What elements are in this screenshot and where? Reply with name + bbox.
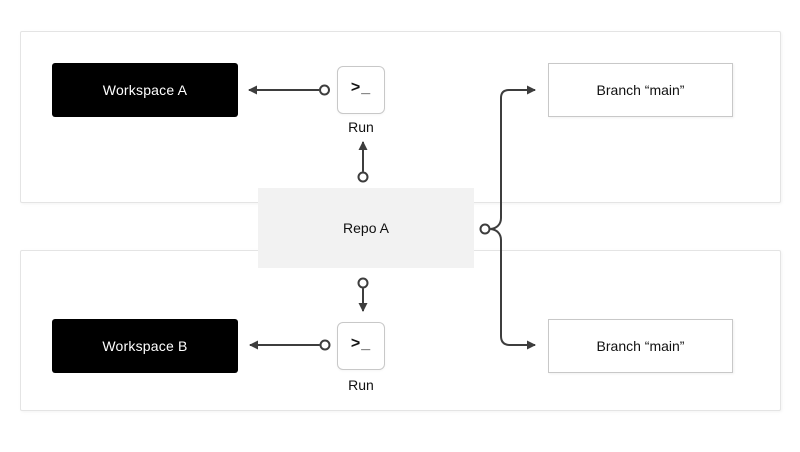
workspace-a-node: Workspace A xyxy=(52,63,238,117)
terminal-prompt-icon: >_ xyxy=(350,335,372,352)
terminal-prompt-icon: >_ xyxy=(350,79,372,96)
workspace-b-node: Workspace B xyxy=(52,319,238,373)
workspace-a-panel xyxy=(20,31,781,203)
workspace-b-label: Workspace B xyxy=(102,338,188,354)
branch-main-bottom-node: Branch “main” xyxy=(548,319,733,373)
branch-main-top-label: Branch “main” xyxy=(596,82,685,98)
repo-a-node: Repo A xyxy=(258,188,474,268)
connector-endpoint-circle xyxy=(479,223,491,235)
repo-a-label: Repo A xyxy=(343,220,389,236)
branch-main-top-node: Branch “main” xyxy=(548,63,733,117)
branch-main-bottom-label: Branch “main” xyxy=(596,338,685,354)
workspace-a-label: Workspace A xyxy=(102,82,188,98)
run-terminal-b-node: >_ xyxy=(337,322,385,370)
run-terminal-a-node: >_ xyxy=(337,66,385,114)
run-b-label: Run xyxy=(348,377,374,393)
run-a-label: Run xyxy=(348,119,374,135)
